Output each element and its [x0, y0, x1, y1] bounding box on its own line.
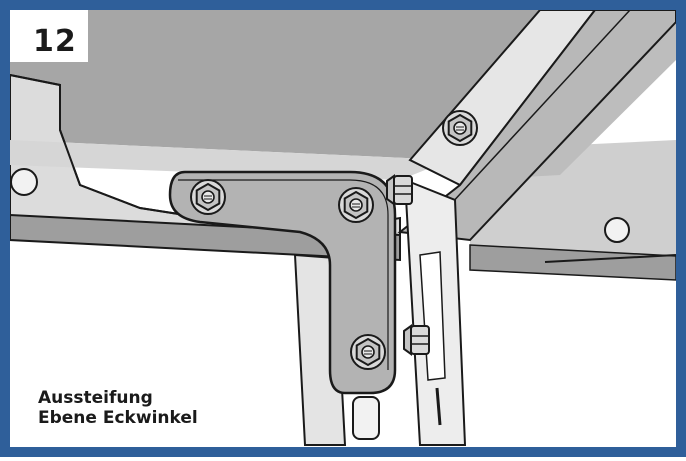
hex-bolt-icon	[350, 334, 386, 370]
hex-bolt-icon	[442, 110, 478, 146]
round-hole-icon	[10, 168, 38, 196]
top-beam	[10, 140, 450, 180]
hex-bolt-icon	[338, 187, 374, 223]
step-number-background	[10, 10, 88, 62]
hex-bolt-icon	[386, 175, 413, 205]
corner-bracket	[168, 170, 397, 395]
caption-line-2: Ebene Eckwinkel	[38, 408, 198, 428]
step-number: 12	[33, 24, 77, 59]
round-hole-icon	[604, 217, 630, 243]
caption-line-1: Aussteifung	[38, 388, 153, 408]
slot-hole	[352, 396, 380, 440]
hex-bolt-icon	[190, 179, 226, 215]
caption: Aussteifung Ebene Eckwinkel	[38, 388, 198, 428]
hex-bolt-icon	[403, 325, 430, 355]
